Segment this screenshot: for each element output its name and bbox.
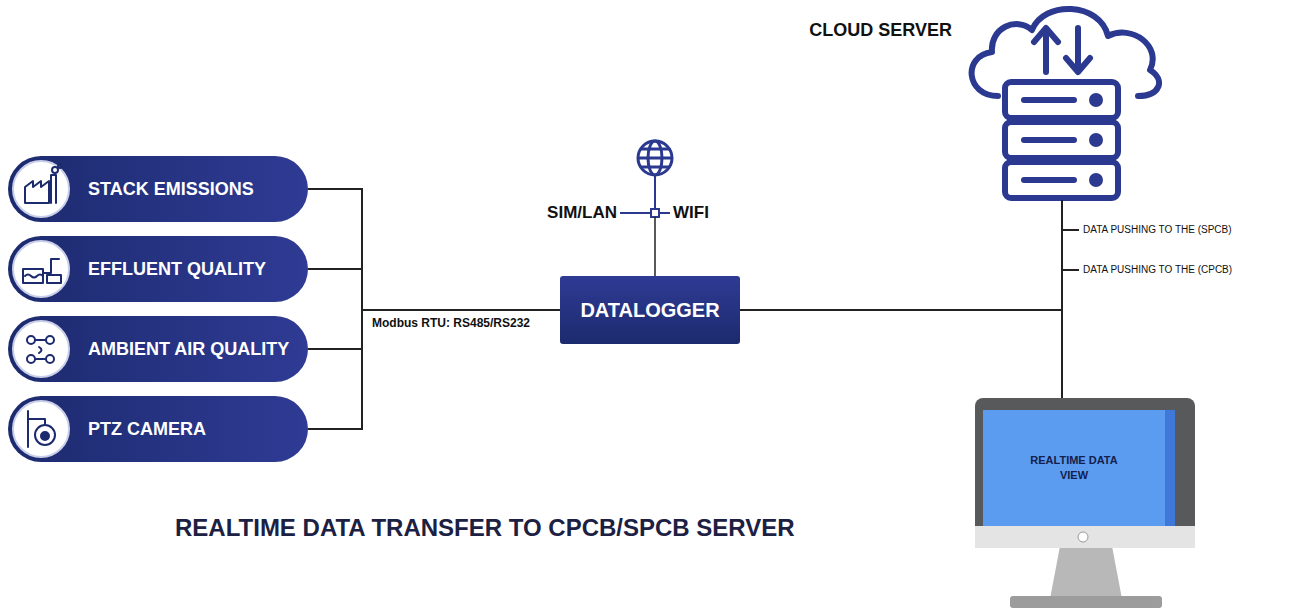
- node-label: EFFLUENT QUALITY: [88, 259, 266, 280]
- pill-icon: [11, 319, 71, 379]
- branch-wires: [1062, 230, 1079, 270]
- node-label: STACK EMISSIONS: [88, 179, 254, 200]
- node-heading: CLOUD SERVER: [809, 20, 952, 41]
- diagram-title: REALTIME DATA TRANSFER TO CPCB/SPCB SERV…: [175, 514, 795, 542]
- push-label: DATA PUSHING TO THE (SPCB): [1083, 224, 1232, 236]
- node-label: DATALOGGER: [580, 299, 719, 322]
- node-label: PTZ CAMERA: [88, 419, 206, 440]
- node-label: AMBIENT AIR QUALITY: [88, 339, 289, 360]
- source-pill: PTZ CAMERA: [8, 396, 308, 462]
- cloud-server: CLOUD SERVER: [960, 0, 1165, 200]
- connector-line: [308, 189, 560, 310]
- source-pill: STACK EMISSIONS: [8, 156, 308, 222]
- node-label: REALTIME DATA VIEW: [983, 410, 1165, 526]
- globe-icon: [638, 141, 672, 175]
- pill-icon: [11, 399, 71, 459]
- connector-line: [740, 200, 1062, 310]
- monitor-drawing: [975, 398, 1197, 612]
- push-label: DATA PUSHING TO THE (CPCB): [1083, 264, 1232, 276]
- connector-line: [1061, 200, 1063, 398]
- network-label: SIM/LAN: [547, 203, 617, 223]
- network-wires: [620, 176, 670, 276]
- source-pill: AMBIENT AIR QUALITY: [8, 316, 308, 382]
- network-label: WIFI: [673, 203, 709, 223]
- cloud-server-icon: [972, 9, 1159, 198]
- monitor-display: REALTIME DATA VIEW: [975, 398, 1197, 612]
- connector-line: [308, 310, 560, 349]
- source-pill: EFFLUENT QUALITY: [8, 236, 308, 302]
- protocol-label: Modbus RTU: RS485/RS232: [372, 316, 530, 330]
- pill-icon: [11, 159, 71, 219]
- datalogger-box: DATALOGGER: [560, 276, 740, 344]
- connector-line: [308, 269, 560, 310]
- pill-icon: [11, 239, 71, 299]
- connector-line: [308, 310, 560, 429]
